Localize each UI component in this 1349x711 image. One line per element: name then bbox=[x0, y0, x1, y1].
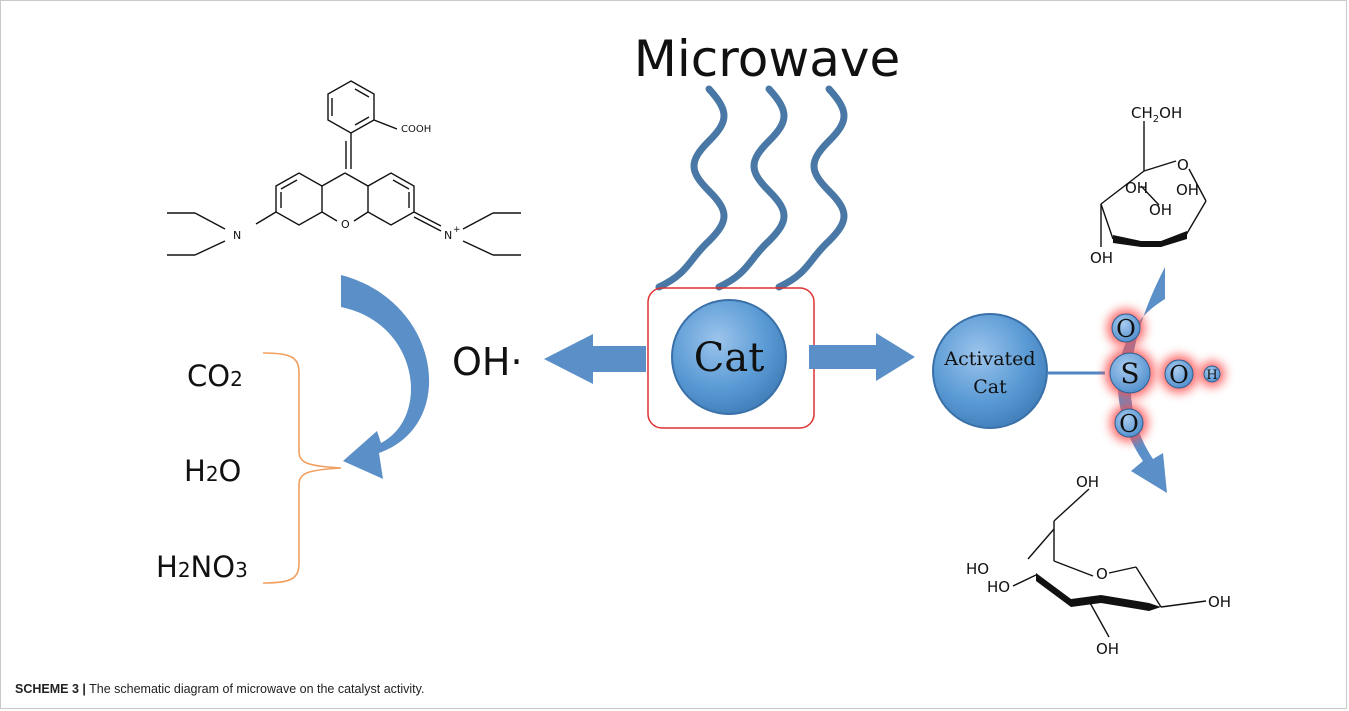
product-co2: CO2 bbox=[187, 359, 243, 393]
glucose-wedge bbox=[1036, 573, 1161, 611]
products-list: CO2 H2O H2NO3 bbox=[156, 359, 248, 584]
label-glucose-oh-bottom: OH bbox=[1096, 640, 1119, 658]
products-bracket bbox=[262, 352, 342, 584]
hydroxyl-radical: OH· bbox=[452, 340, 523, 384]
label-fructose-oh4: OH bbox=[1090, 249, 1113, 267]
label-fructose-oh1: OH bbox=[1125, 179, 1148, 197]
left-curved-arrow bbox=[341, 275, 430, 479]
atom-o-top bbox=[1111, 313, 1141, 343]
label-glucose-ho2: HO bbox=[987, 578, 1010, 596]
atom-h bbox=[1203, 365, 1221, 383]
label-fructose-oh2: OH bbox=[1176, 181, 1199, 199]
figure-caption: SCHEME 3 | The schematic diagram of micr… bbox=[15, 682, 424, 696]
glucose-labels: OH HO HO O OH OH bbox=[966, 473, 1231, 658]
label-n-right: N bbox=[444, 229, 452, 242]
label-glucose-o: O bbox=[1096, 565, 1108, 583]
atom-o-bottom bbox=[1114, 408, 1144, 438]
arrow-to-radical bbox=[544, 334, 646, 384]
fructose-structure bbox=[1100, 121, 1207, 247]
label-glucose-oh-right: OH bbox=[1208, 593, 1231, 611]
wave-2 bbox=[715, 85, 788, 291]
label-fructose-o: O bbox=[1177, 156, 1189, 174]
rhodamine-labels: COOH N O N + bbox=[233, 124, 461, 242]
label-glucose-ho1: HO bbox=[966, 560, 989, 578]
product-h2o: H2O bbox=[184, 454, 241, 488]
caption-text: The schematic diagram of microwave on th… bbox=[85, 682, 425, 696]
activated-cat-circle bbox=[932, 313, 1048, 429]
label-n-left: N bbox=[233, 229, 241, 242]
label-glucose-oh-top: OH bbox=[1076, 473, 1099, 491]
glucose-structure bbox=[1012, 488, 1207, 638]
wave-3 bbox=[775, 85, 848, 291]
fructose-wedge bbox=[1113, 231, 1187, 247]
wave-1 bbox=[655, 85, 728, 291]
arrow-to-activated bbox=[809, 333, 915, 381]
label-fructose-oh3: OH bbox=[1149, 201, 1172, 219]
label-cooh: COOH bbox=[401, 124, 431, 135]
atom-h-label: H bbox=[1206, 368, 1217, 383]
atom-s bbox=[1109, 352, 1151, 394]
atom-o-top-label: O bbox=[1116, 315, 1136, 343]
microwave-title: Microwave bbox=[634, 30, 900, 88]
atom-o-bottom-label: O bbox=[1119, 410, 1139, 438]
atom-o-right-label: O bbox=[1169, 361, 1189, 389]
label-ch2oh: CH2OH bbox=[1131, 104, 1182, 125]
atom-o-right bbox=[1164, 359, 1194, 389]
activated-cat-label-1: Activated bbox=[943, 348, 1035, 370]
fructose-labels: CH2OH O OH OH OH OH bbox=[1090, 104, 1199, 267]
product-h2no3: H2NO3 bbox=[156, 550, 248, 584]
rhodamine-b-structure bbox=[167, 80, 521, 256]
atom-s-label: S bbox=[1120, 357, 1139, 390]
microwave-waves bbox=[655, 85, 848, 291]
sulfonic-group: O S O H O bbox=[1105, 309, 1225, 442]
catalyst-label: Cat bbox=[694, 335, 765, 381]
catalyst-circle bbox=[671, 299, 787, 415]
caption-label: SCHEME 3 | bbox=[15, 682, 86, 696]
label-ring-o: O bbox=[341, 218, 350, 231]
activated-cat-label-2: Cat bbox=[973, 376, 1007, 398]
label-charge: + bbox=[453, 225, 461, 235]
